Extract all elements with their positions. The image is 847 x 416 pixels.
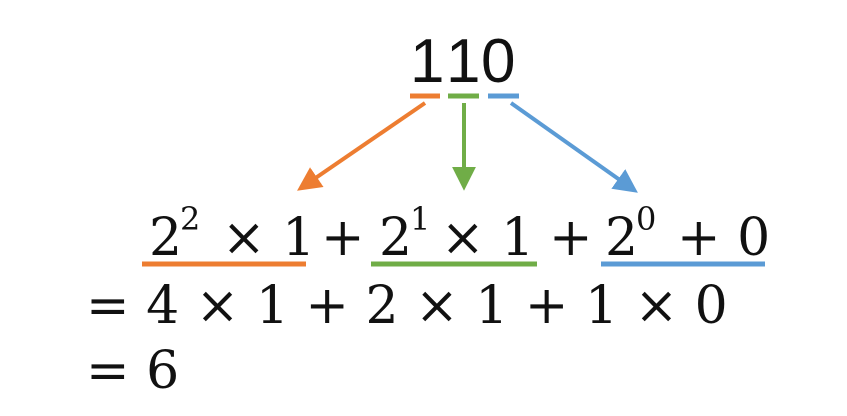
term-3-rest: + 0 xyxy=(677,208,770,268)
term-2-exponent: 1 xyxy=(410,200,430,238)
orange-arrow xyxy=(297,101,427,191)
result-line: = 6 xyxy=(86,341,179,401)
plus-2: + xyxy=(549,208,593,268)
binary-digit-2: 1 xyxy=(446,27,480,96)
binary-digit-1: 1 xyxy=(410,27,444,96)
term-2-rest: × 1 xyxy=(441,208,534,268)
term-1-exponent: 2 xyxy=(180,200,200,238)
term-1-rest: × 1 xyxy=(222,208,315,268)
blue-arrow xyxy=(509,101,638,193)
binary-digit-3: 0 xyxy=(481,27,515,96)
term-1-base: 2 xyxy=(149,208,182,268)
term-2-base: 2 xyxy=(379,208,412,268)
simplification-line: = 4 × 1 + 2 × 1 + 1 × 0 xyxy=(86,276,728,336)
plus-1: + xyxy=(321,208,365,268)
term-3-exponent: 0 xyxy=(636,200,656,238)
term-3-base: 2 xyxy=(605,208,638,268)
